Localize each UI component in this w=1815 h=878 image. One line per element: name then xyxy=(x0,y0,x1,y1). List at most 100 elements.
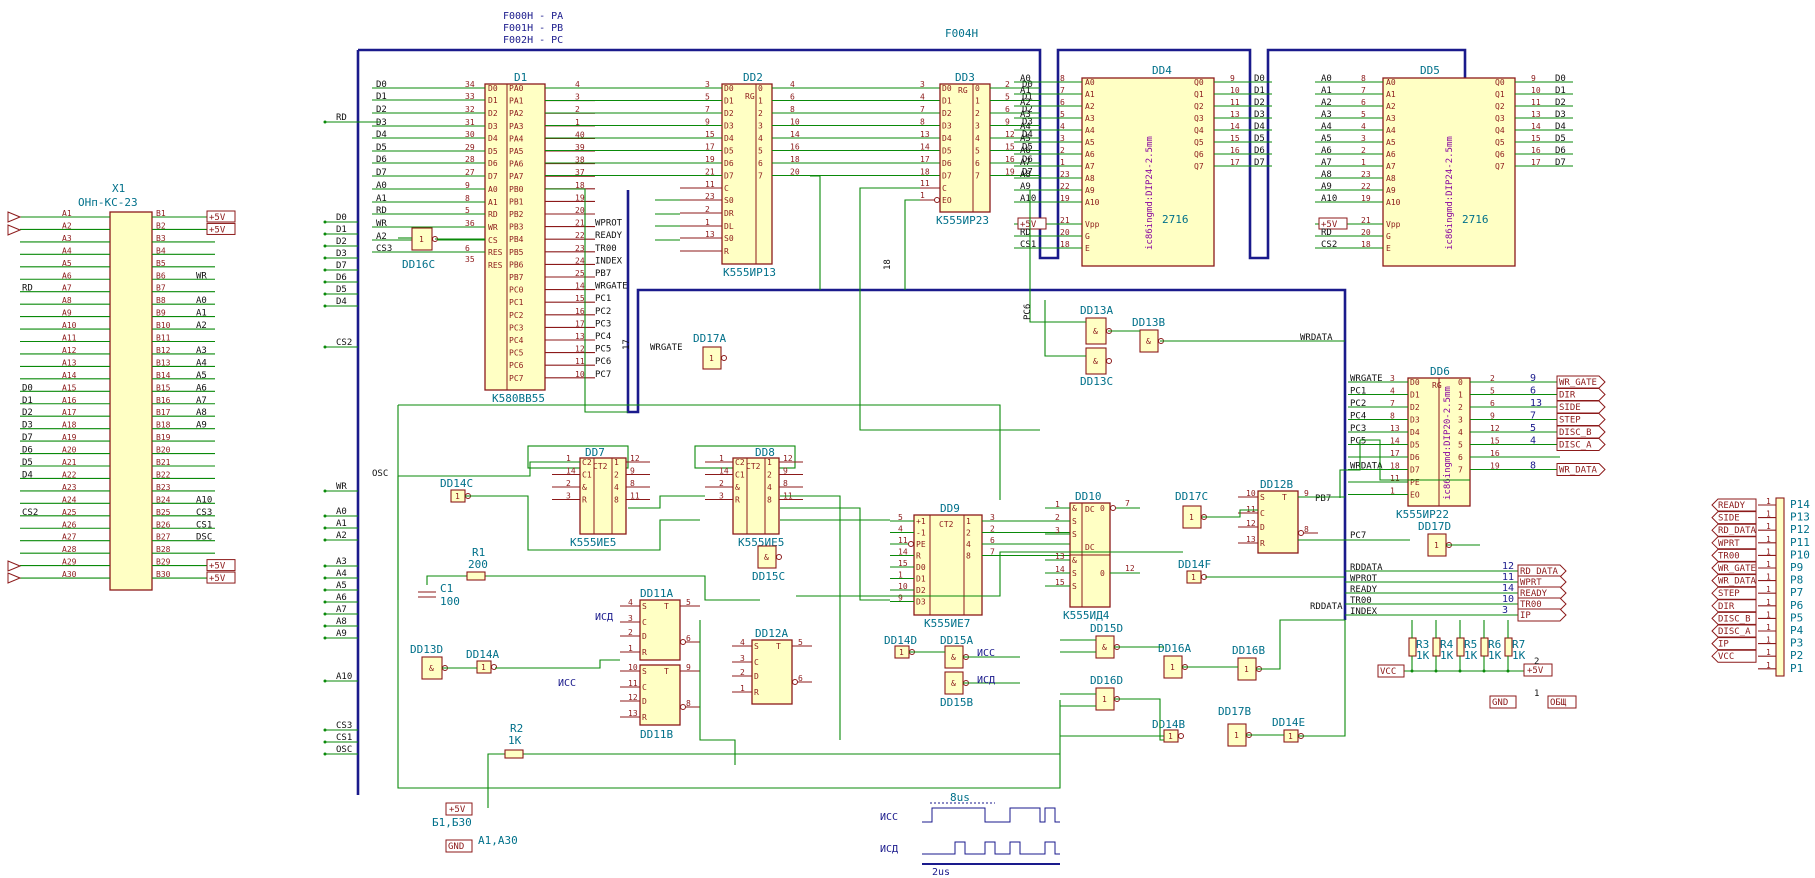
dd4pins-out-net: D5 xyxy=(1254,134,1265,144)
dd5pins-in-num: 18 xyxy=(1361,240,1371,249)
d1-in-label: A1 xyxy=(488,198,498,207)
dd4pins-in-label: A6 xyxy=(1085,150,1095,159)
gnd-label-right: GND xyxy=(1492,698,1508,708)
x1-a-pin: A7 xyxy=(62,284,72,293)
dd11a-r: R xyxy=(642,648,647,657)
dd5pins-out-label: Q5 xyxy=(1495,138,1505,147)
dd2-in-label: D5 xyxy=(724,147,734,156)
d1-out-num: 2 xyxy=(575,105,580,114)
dd7pins-out-label: 8 xyxy=(614,496,619,505)
x1-left-net: D6 xyxy=(22,446,33,456)
dd2-in-label: D2 xyxy=(724,109,734,118)
dd5pins-in-net: A2 xyxy=(1321,98,1332,108)
dd5pins-out-net: D5 xyxy=(1555,134,1566,144)
dd10-out-label: 0 xyxy=(1100,569,1105,578)
out-port-label: READY xyxy=(1520,589,1548,599)
wire xyxy=(1202,509,1258,518)
dd7pins-out-num: 9 xyxy=(630,467,635,476)
dd3-in-num: 3 xyxy=(920,80,925,89)
dd3-out-label: 6 xyxy=(975,159,980,168)
dd17a-sym: 1 xyxy=(709,354,714,363)
dd4pins-in-label: A5 xyxy=(1085,138,1095,147)
dd7pins-out-num: 12 xyxy=(630,454,640,463)
dd16c-ref: DD16C xyxy=(402,258,435,271)
dd6-out-num: 2 xyxy=(1490,374,1495,383)
x1-right-net: A5 xyxy=(196,371,207,381)
dd9-in-num: 14 xyxy=(898,548,908,557)
d1-in-num: 32 xyxy=(465,105,475,114)
addr-pb: F001H - PB xyxy=(503,23,563,34)
dd4-value: 2716 xyxy=(1162,213,1189,226)
dd4pins-in-net: A4 xyxy=(1020,122,1031,132)
wire xyxy=(628,495,705,509)
dd9-out-num: 6 xyxy=(990,536,995,545)
dd5pins-in-num: 21 xyxy=(1361,216,1371,225)
dd6-in-num: 11 xyxy=(1390,474,1400,483)
dd2-value: К555ИР13 xyxy=(723,266,776,279)
p-pin-num: 1 xyxy=(1766,585,1771,594)
dd2-in-num: 5 xyxy=(705,93,710,102)
dd8pins-out-label: 1 xyxy=(767,458,772,467)
dd3-eo-label: EO xyxy=(942,196,952,205)
dd6-out-label: 2 xyxy=(1458,403,1463,412)
dd4pins-in-label: Vpp xyxy=(1085,220,1100,229)
d1-in-num: 34 xyxy=(465,80,475,89)
dd9-out-num: 3 xyxy=(990,513,995,522)
dd3-out-label: 4 xyxy=(975,134,980,143)
dd5pins-in-net: A0 xyxy=(1321,74,1332,84)
dd5pins-in-label: A7 xyxy=(1386,162,1396,171)
d1-in-label: D5 xyxy=(488,147,498,156)
dd6-in-num: 13 xyxy=(1390,424,1400,433)
dd14a-inv-icon xyxy=(491,664,497,670)
d1-out-label: PA6 xyxy=(509,160,524,169)
dd6-out-label: 5 xyxy=(1458,441,1463,450)
dd5pins-in-net: A3 xyxy=(1321,110,1332,120)
dd14b-ref: DD14B xyxy=(1152,718,1185,731)
x1-b-pin: B10 xyxy=(156,321,171,330)
rpack-value: 1K xyxy=(1416,649,1430,662)
dd9-in-label: -1 xyxy=(916,529,926,538)
left-bus-net: A9 xyxy=(336,629,347,639)
dd5pins-out-label: Q4 xyxy=(1495,126,1505,135)
dd3-out-num: 5 xyxy=(1005,93,1010,102)
dd13d-sym: & xyxy=(429,664,434,673)
x1-a-pin: A4 xyxy=(62,246,72,255)
d1-in-net: D3 xyxy=(376,118,387,128)
dd9-out-label: 1 xyxy=(966,517,971,526)
dd16d-ref: DD16D xyxy=(1090,674,1123,687)
x1-a-pin: A25 xyxy=(62,508,77,517)
dd8-ct: CT2 xyxy=(746,462,761,471)
dd10-in-num: 14 xyxy=(1055,565,1065,574)
dd3-out-num: 6 xyxy=(1005,105,1010,114)
dd6-conn-num: 8 xyxy=(1530,461,1536,472)
x1-a-pin: A8 xyxy=(62,296,72,305)
dd6-in-label: EO xyxy=(1410,491,1420,500)
x1-right-net: A9 xyxy=(196,421,207,431)
d1-in-num: 30 xyxy=(465,130,475,139)
x1-right-net: +5V xyxy=(209,562,226,572)
dd17d-sym: 1 xyxy=(1434,541,1439,550)
dd9-in-label: D3 xyxy=(916,598,926,607)
d1-out-net: INDEX xyxy=(595,256,623,266)
out-sig-label: WPROT xyxy=(1350,574,1378,584)
timing-t1: 8us xyxy=(950,791,970,804)
dd8pins-in-label: C1 xyxy=(735,471,745,480)
rpack-resistor xyxy=(1504,637,1513,657)
dd7pins-in-num: 2 xyxy=(566,479,571,488)
d1-in-label: CS xyxy=(488,236,498,245)
dd8pins-out-num: 12 xyxy=(783,454,793,463)
x1-b-pin: B16 xyxy=(156,396,171,405)
x1-a-pin: A13 xyxy=(62,358,77,367)
dd3-in-num: 17 xyxy=(920,155,930,164)
d1-in-label: RES xyxy=(488,248,503,257)
dd8pins-out-label: 4 xyxy=(767,483,772,492)
dd3-rg: RG xyxy=(958,86,968,95)
dd10-in-num: 13 xyxy=(1055,552,1065,561)
dd5pins-in-label: A8 xyxy=(1386,174,1396,183)
dd6-in-num: 18 xyxy=(1390,462,1400,471)
dd3-out-net: D1 xyxy=(1022,93,1033,103)
dd6-in-net: WRDATA xyxy=(1350,462,1383,472)
